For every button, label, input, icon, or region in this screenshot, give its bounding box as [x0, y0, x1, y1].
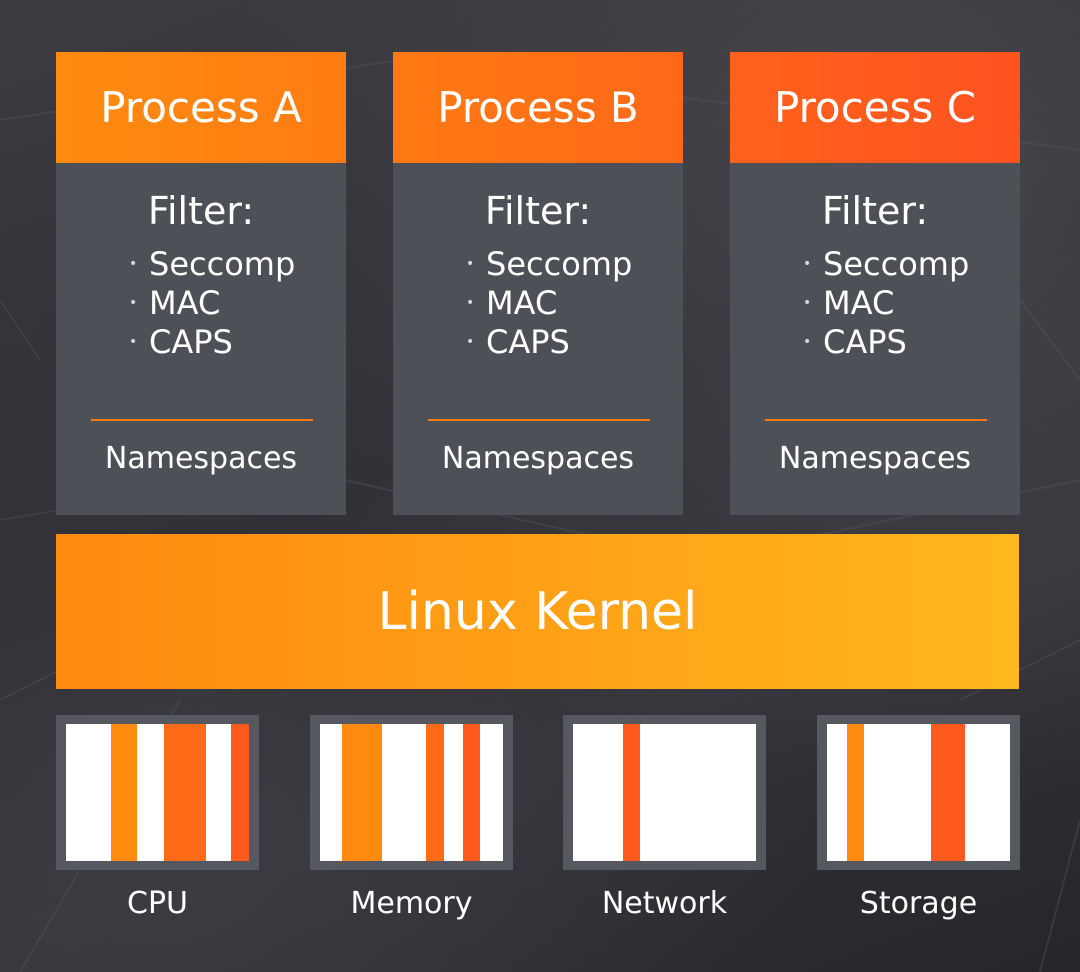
- process-a-namespaces-label: Namespaces: [104, 441, 298, 476]
- bullet-icon: •: [466, 295, 475, 311]
- process-c-title: Process C: [730, 52, 1020, 163]
- process-a-filter-label: Filter:: [147, 189, 255, 233]
- bullet-icon: •: [129, 334, 138, 350]
- storage-stripe: [847, 724, 864, 861]
- filter-item: • MAC: [803, 284, 1020, 323]
- filter-item: • CAPS: [803, 323, 1020, 362]
- network-resource-box: [563, 715, 766, 870]
- filter-item: • Seccomp: [466, 245, 683, 284]
- process-b-title: Process B: [393, 52, 683, 163]
- network-usage-strip: [573, 724, 756, 861]
- process-b-filter-list: • Seccomp • MAC • CAPS: [393, 245, 683, 362]
- storage-stripe: [931, 724, 965, 861]
- filter-item-label: MAC: [149, 284, 221, 322]
- memory-stripe: [463, 724, 480, 861]
- bullet-icon: •: [466, 256, 475, 272]
- process-a-panel: Process A Filter: • Seccomp • MAC • CAPS Na…: [56, 52, 346, 515]
- linux-kernel-bar: Linux Kernel: [56, 534, 1019, 689]
- cpu-stripe: [164, 724, 206, 861]
- bullet-icon: •: [466, 334, 475, 350]
- filter-item-label: MAC: [486, 284, 558, 322]
- process-a-divider: [91, 419, 313, 421]
- process-b-divider: [428, 419, 650, 421]
- process-a-filter-list: • Seccomp • MAC • CAPS: [56, 245, 346, 362]
- storage-resource-box: [817, 715, 1020, 870]
- memory-label: Memory: [350, 886, 473, 921]
- bullet-icon: •: [129, 295, 138, 311]
- memory-stripe: [426, 724, 444, 861]
- filter-item-label: Seccomp: [149, 245, 296, 283]
- memory-resource-box: [310, 715, 513, 870]
- process-c-panel: Process C Filter: • Seccomp • MAC • CAPS Na…: [730, 52, 1020, 515]
- storage-usage-strip: [827, 724, 1010, 861]
- cpu-usage-strip: [66, 724, 249, 861]
- process-a-title: Process A: [56, 52, 346, 163]
- cpu-label: CPU: [127, 886, 188, 921]
- process-b-namespaces-label: Namespaces: [441, 441, 635, 476]
- process-c-divider: [765, 419, 987, 421]
- filter-item: • CAPS: [129, 323, 346, 362]
- process-b-filter-label: Filter:: [484, 189, 592, 233]
- cpu-resource-box: [56, 715, 259, 870]
- filter-item: • CAPS: [466, 323, 683, 362]
- filter-item: • MAC: [129, 284, 346, 323]
- bullet-icon: •: [803, 295, 812, 311]
- filter-item-label: MAC: [823, 284, 895, 322]
- filter-item-label: CAPS: [149, 323, 233, 361]
- memory-stripe: [342, 724, 382, 861]
- process-c-namespaces-label: Namespaces: [778, 441, 972, 476]
- process-b-panel: Process B Filter: • Seccomp • MAC • CAPS Na…: [393, 52, 683, 515]
- bullet-icon: •: [129, 256, 138, 272]
- cpu-stripe: [231, 724, 249, 861]
- process-c-filter-label: Filter:: [821, 189, 929, 233]
- filter-item-label: Seccomp: [823, 245, 970, 283]
- memory-usage-strip: [320, 724, 503, 861]
- storage-label: Storage: [859, 886, 978, 921]
- filter-item: • MAC: [466, 284, 683, 323]
- network-label: Network: [601, 886, 728, 921]
- network-stripe: [623, 724, 640, 861]
- filter-item: • Seccomp: [129, 245, 346, 284]
- cpu-stripe: [111, 724, 137, 861]
- linux-kernel-label: Linux Kernel: [377, 581, 698, 642]
- bullet-icon: •: [803, 334, 812, 350]
- filter-item-label: CAPS: [486, 323, 570, 361]
- process-c-filter-list: • Seccomp • MAC • CAPS: [730, 245, 1020, 362]
- filter-item-label: Seccomp: [486, 245, 633, 283]
- bullet-icon: •: [803, 256, 812, 272]
- filter-item-label: CAPS: [823, 323, 907, 361]
- filter-item: • Seccomp: [803, 245, 1020, 284]
